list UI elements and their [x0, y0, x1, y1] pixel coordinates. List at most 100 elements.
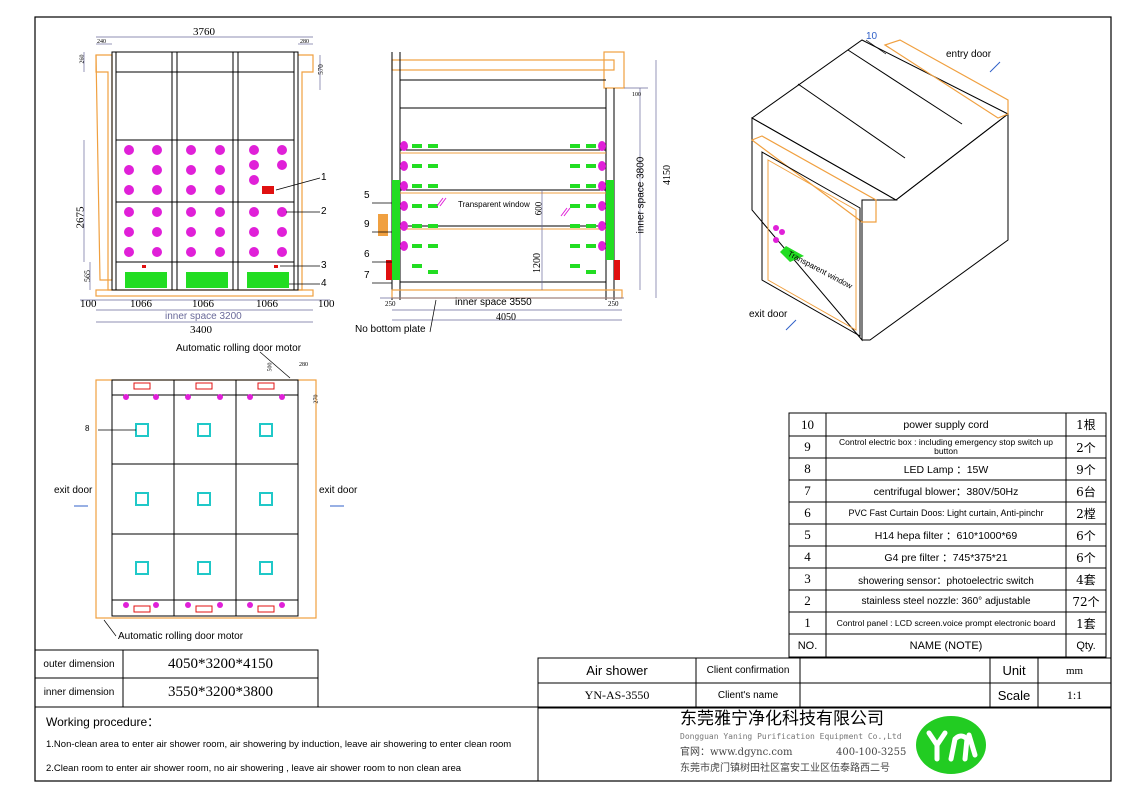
- client-name-label: Client's name: [717, 690, 779, 701]
- bom-name: LED Lamp ：15W: [903, 463, 989, 476]
- front-height-dim: 2675: [74, 206, 87, 229]
- front-bay-2: 1066: [192, 298, 214, 310]
- company-logo: [916, 716, 986, 774]
- bom-name: stainless steel nozzle: 360° adjustable: [861, 595, 1031, 607]
- client-confirmation-label: Client confirmation: [706, 665, 790, 676]
- side-overall-width: 4050: [496, 312, 516, 323]
- inner-dimension-value: 3550*3200*3800: [168, 684, 273, 700]
- bom-name: G4 pre filter ：745*375*21: [884, 551, 1008, 564]
- company-phone: 400-100-3255: [836, 747, 907, 758]
- bom-no: 5: [804, 527, 811, 542]
- side-lower-height: 1200: [532, 253, 543, 273]
- inner-dimension-label: inner dimension: [43, 687, 115, 698]
- callout-9: 9: [364, 219, 370, 230]
- bom-no: 6: [804, 505, 811, 520]
- front-overall-width: 3760: [193, 26, 215, 38]
- company-website: 官网：www.dgync.com: [680, 747, 793, 758]
- bom-qty: 4套: [1076, 572, 1096, 587]
- bom-name: centrifugal blower：380V/50Hz: [873, 485, 1019, 498]
- side-inner-height: inner space 3800: [635, 156, 647, 234]
- no-bottom-plate-label: No bottom plate: [355, 324, 426, 335]
- callout-10: 10: [866, 31, 878, 42]
- front-bay-1: 1066: [130, 298, 152, 310]
- front-lower-dim: 565: [83, 270, 92, 282]
- title-block-grid: [35, 657, 1112, 781]
- callout-5: 5: [364, 190, 370, 201]
- side-window-height: 600: [533, 201, 544, 216]
- plan-view: [74, 351, 344, 637]
- callout-8: 8: [85, 424, 90, 433]
- exit-door-right-label: exit door: [319, 485, 358, 496]
- motor-top-label: Automatic rolling door motor: [176, 343, 302, 354]
- procedure-step-2: 2.Clean room to enter air shower room, n…: [46, 763, 462, 774]
- side-inner-width: inner space 3550: [455, 297, 532, 308]
- bom-name: PVC Fast Curtain Doos: Light curtain, An…: [848, 508, 1044, 518]
- outer-dimension-label: outer dimension: [43, 658, 115, 670]
- side-left-bottom: 250: [385, 300, 396, 308]
- bom-name: Control panel : LCD screen.voice prompt …: [836, 618, 1056, 628]
- front-left-margin: 100: [80, 298, 97, 310]
- plan-dim-270: 270: [313, 394, 320, 404]
- company-address: 东莞市虎门镇树田社区富安工业区伍泰路西二号: [680, 763, 890, 774]
- callout-1: 1: [321, 172, 327, 183]
- bom-qty: 6个: [1076, 528, 1096, 543]
- unit-label: Unit: [1002, 663, 1026, 678]
- exit-door-left-label: exit door: [54, 485, 93, 496]
- scale-value: 1:1: [1066, 688, 1083, 702]
- unit-value: mm: [1065, 664, 1084, 677]
- bom-no: 7: [804, 483, 811, 498]
- bom-table-grid: [788, 412, 1107, 658]
- bom-name: Control electric box : including emergen…: [838, 437, 1054, 456]
- bom-no: 4: [804, 549, 811, 564]
- bom-no: 3: [804, 571, 811, 586]
- front-top-dim: 260: [79, 54, 86, 64]
- front-left-inset: 240: [97, 39, 106, 45]
- plan-dim-280: 280: [299, 362, 308, 368]
- iso-view: [750, 39, 1009, 342]
- bom-qty: 2樘: [1076, 506, 1096, 521]
- callout-7: 7: [364, 270, 370, 281]
- bom-no: 8: [804, 461, 811, 476]
- bom-qty: 1套: [1076, 616, 1096, 631]
- front-overall-bottom: 3400: [190, 324, 212, 336]
- bom-qty: 72个: [1072, 594, 1100, 609]
- motor-bottom-label: Automatic rolling door motor: [118, 631, 244, 642]
- bom-qty: 6个: [1076, 550, 1096, 565]
- bom-header-no: NO.: [797, 639, 818, 652]
- callout-2: 2: [321, 206, 327, 217]
- outer-dimension-value: 4050*3200*4150: [168, 655, 273, 672]
- callout-6: 6: [364, 249, 370, 260]
- product-name: Air shower: [586, 663, 648, 678]
- procedure-title: Working procedure：: [46, 715, 160, 729]
- company-name-en: Dongguan Yaning Purification Equipment C…: [680, 732, 902, 741]
- side-gap-dim: 100: [632, 92, 641, 98]
- bom-qty: 6台: [1076, 484, 1096, 499]
- front-inner-space: inner space 3200: [165, 311, 242, 322]
- company-name-cn: 东莞雅宁净化科技有限公司: [680, 709, 884, 729]
- model-number: YN-AS-3550: [584, 688, 650, 702]
- bom-name: power supply cord: [903, 418, 989, 431]
- bom-header-name: NAME (NOTE): [909, 639, 983, 652]
- scale-label: Scale: [997, 688, 1031, 703]
- bom-header-qty: Qty.: [1076, 639, 1096, 652]
- entry-door-label: entry door: [946, 49, 992, 60]
- plan-dim-500: 500: [267, 362, 274, 372]
- side-height-dim: 4150: [662, 165, 673, 185]
- bom-no: 2: [804, 593, 811, 608]
- bom-name: showering sensor：photoelectric switch: [858, 575, 1034, 587]
- iso-exit-door-label: exit door: [749, 309, 788, 320]
- front-right-inset: 280: [300, 39, 309, 45]
- front-view: [80, 36, 330, 323]
- bom-qty: 1根: [1076, 418, 1096, 432]
- bom-qty: 9个: [1076, 462, 1096, 477]
- side-window-label: Transparent window: [458, 200, 530, 209]
- procedure-step-1: 1.Non-clean area to enter air shower roo…: [46, 739, 512, 750]
- side-right-bottom: 250: [608, 300, 619, 308]
- bom-qty: 2个: [1076, 440, 1096, 455]
- bom-name: H14 hepa filter ：610*1000*69: [874, 529, 1018, 542]
- bom-no: 9: [804, 439, 811, 454]
- front-top-right-dim: 570: [316, 64, 325, 75]
- bom-no: 1: [804, 615, 811, 630]
- bom-no: 10: [801, 416, 814, 432]
